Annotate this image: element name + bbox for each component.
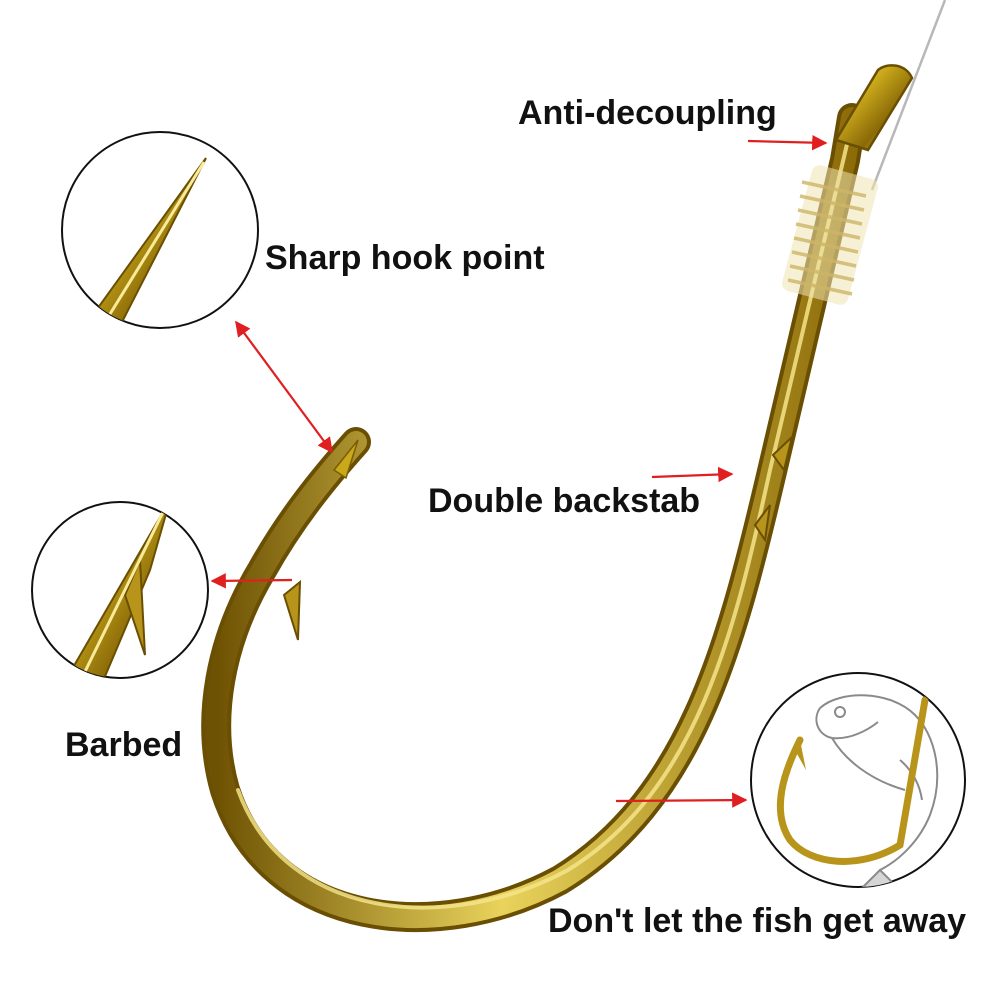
- fish-hook: [201, 64, 914, 933]
- label-sharp-hook-point: Sharp hook point: [265, 239, 545, 277]
- fishing-line: [870, 0, 947, 191]
- label-fish-slogan: Don't let the fish get away: [548, 902, 967, 940]
- sharp-point-detail: [61, 131, 259, 329]
- fish-detail: [750, 672, 966, 888]
- fish-icon: [815, 694, 939, 887]
- label-double-backstab: Double backstab: [428, 482, 701, 520]
- arrow-double-backstab: [651, 466, 734, 483]
- arrow-sharp-point: [235, 320, 333, 454]
- thread-wrap: [782, 165, 878, 305]
- barb-detail: [31, 501, 209, 679]
- arrow-fish: [615, 792, 748, 808]
- label-barbed: Barbed: [65, 726, 183, 764]
- label-anti-decoupling: Anti-decoupling: [518, 94, 777, 132]
- arrow-anti-decoupling: [747, 134, 828, 151]
- arrow-barbed: [210, 573, 293, 589]
- callout-arrows: [210, 134, 828, 808]
